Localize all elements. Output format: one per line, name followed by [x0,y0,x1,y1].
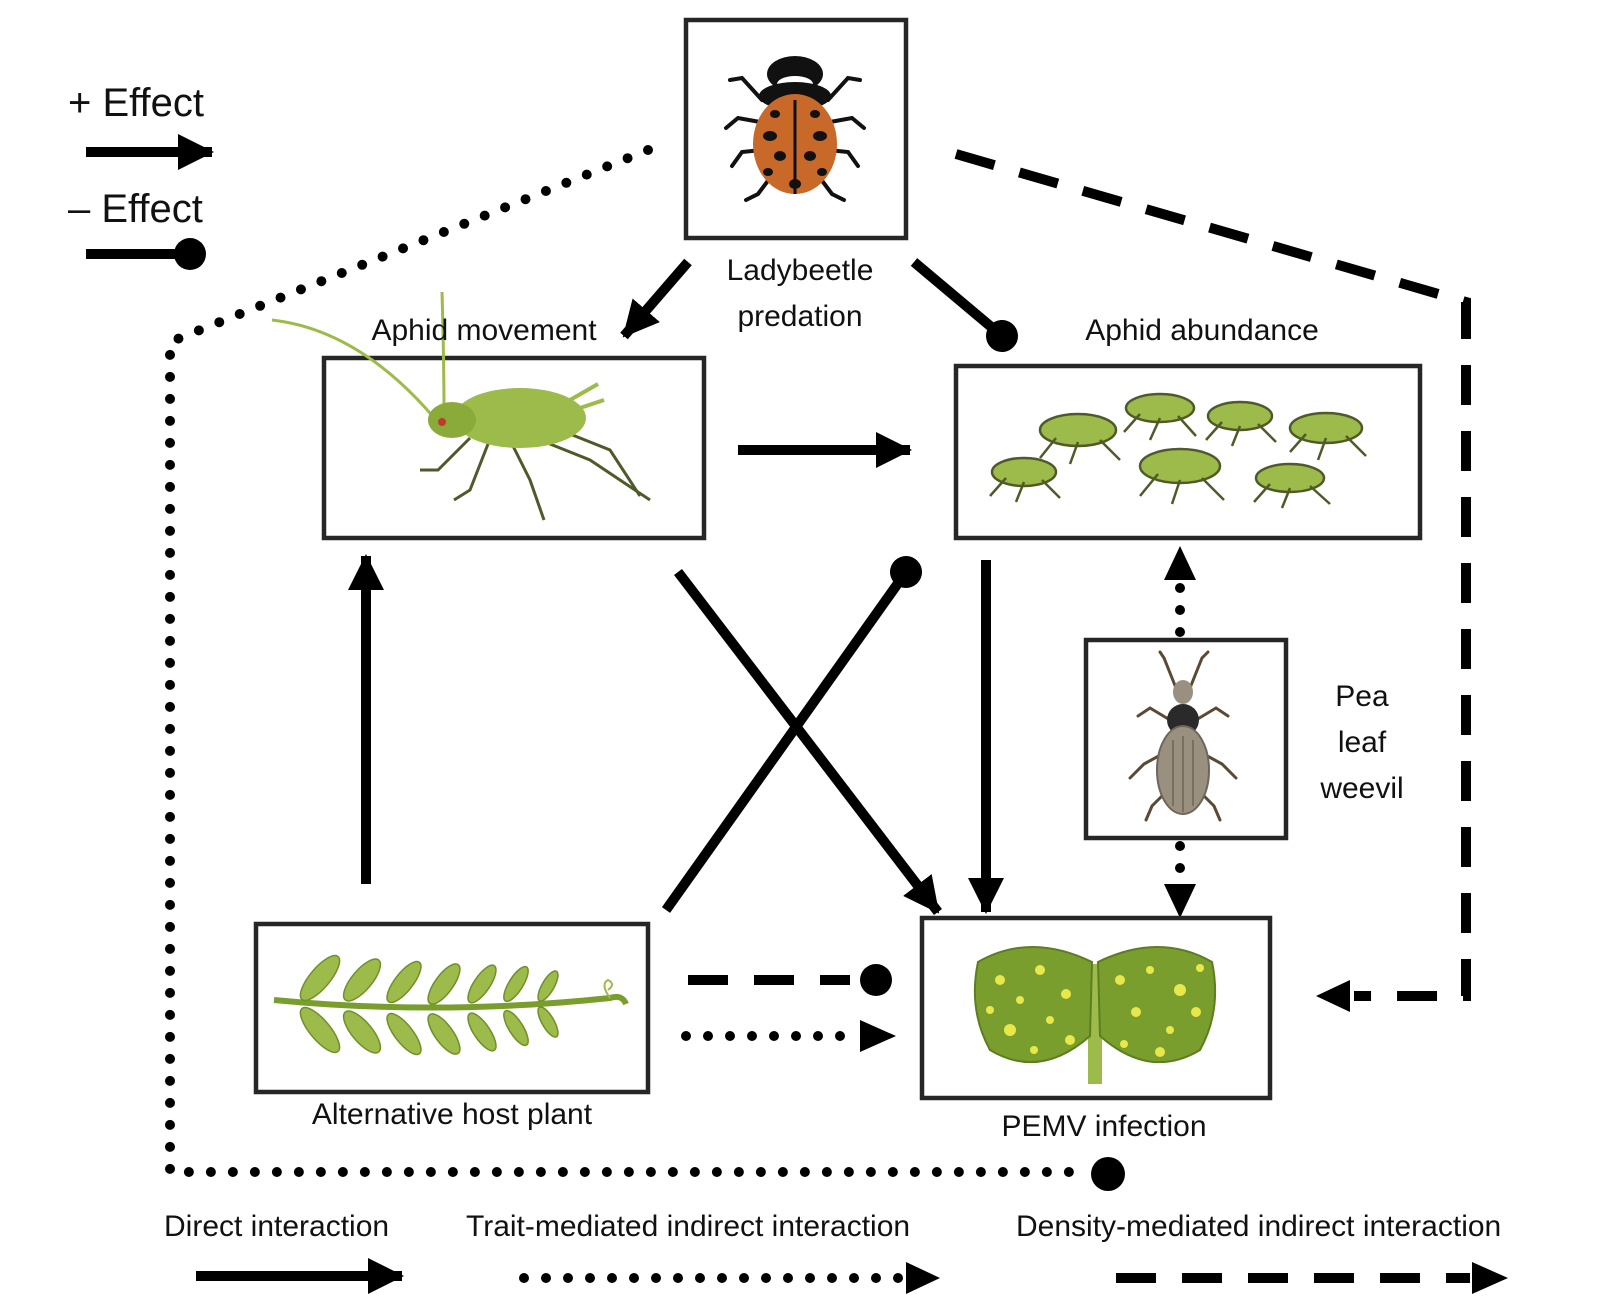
density-arrow-ladybeetle-to-pemv [954,149,1471,1001]
trait-dot-ladybeetle-to-pemv [165,145,1085,1177]
dot-ladybeetle-to-abundance [910,258,1018,352]
pemv-label: PEMV infection [1001,1110,1206,1143]
node-aphid-movement: Aphid movement [271,291,707,541]
aphid-icon [271,291,651,521]
density-arrowhead-ladybeetle-to-pemv [1316,980,1350,1012]
pea-plant-icon [273,954,629,1056]
weevil-icon [1128,650,1238,822]
node-host-plant: Alternative host plant [253,921,651,1131]
dot-hostplant-to-abundance [661,556,922,913]
connections: PEMV via right side (density-mediated) -… [165,145,1471,1191]
trait-arrowhead-hostplant-to-pemv [860,1020,896,1052]
density-interaction-label: Density-mediated indirect interaction [1016,1210,1501,1243]
node-pemv: PEMV infection [919,915,1273,1143]
weevil-label-line3: weevil [1319,772,1403,805]
weevil-label-line2: leaf [1338,726,1387,759]
arrow-ladybeetle-to-movement [620,258,692,340]
direct-interaction-label: Direct interaction [164,1210,389,1243]
ladybeetle-icon [724,56,866,202]
host-plant-box [253,921,651,1095]
aphid-movement-label: Aphid movement [371,314,597,347]
trait-dot-head [1091,1157,1125,1191]
node-ladybeetle: Ladybeetle predation [683,17,909,333]
negative-effect-label: – Effect [68,187,203,231]
density-dot-head [860,964,892,996]
ladybeetle-label-line2: predation [737,300,862,333]
trait-interaction-label: Trait-mediated indirect interaction [466,1210,910,1243]
trait-interaction-arrowhead [906,1262,940,1294]
effect-legend: + Effect – Effect [68,81,214,270]
positive-effect-label: + Effect [68,81,204,125]
aphid-abundance-label: Aphid abundance [1085,314,1319,347]
weevil-label-line1: Pea [1335,680,1389,713]
ladybeetle-label-line1: Ladybeetle [727,254,874,287]
trait-arrowhead-weevil-to-pemv [1164,884,1196,918]
density-interaction-arrowhead [1472,1262,1508,1294]
interaction-legend: Direct interaction Trait-mediated indire… [164,1210,1508,1294]
host-plant-label: Alternative host plant [312,1098,593,1131]
node-weevil: Pea leaf weevil [1083,637,1404,841]
arrow-movement-to-pemv [674,568,942,916]
node-aphid-abundance: Aphid abundance [953,314,1423,541]
trait-arrowhead-weevil-to-abundance [1164,546,1196,580]
infected-leaf-icon [973,946,1217,1084]
aphid-colony-icon [989,392,1367,509]
